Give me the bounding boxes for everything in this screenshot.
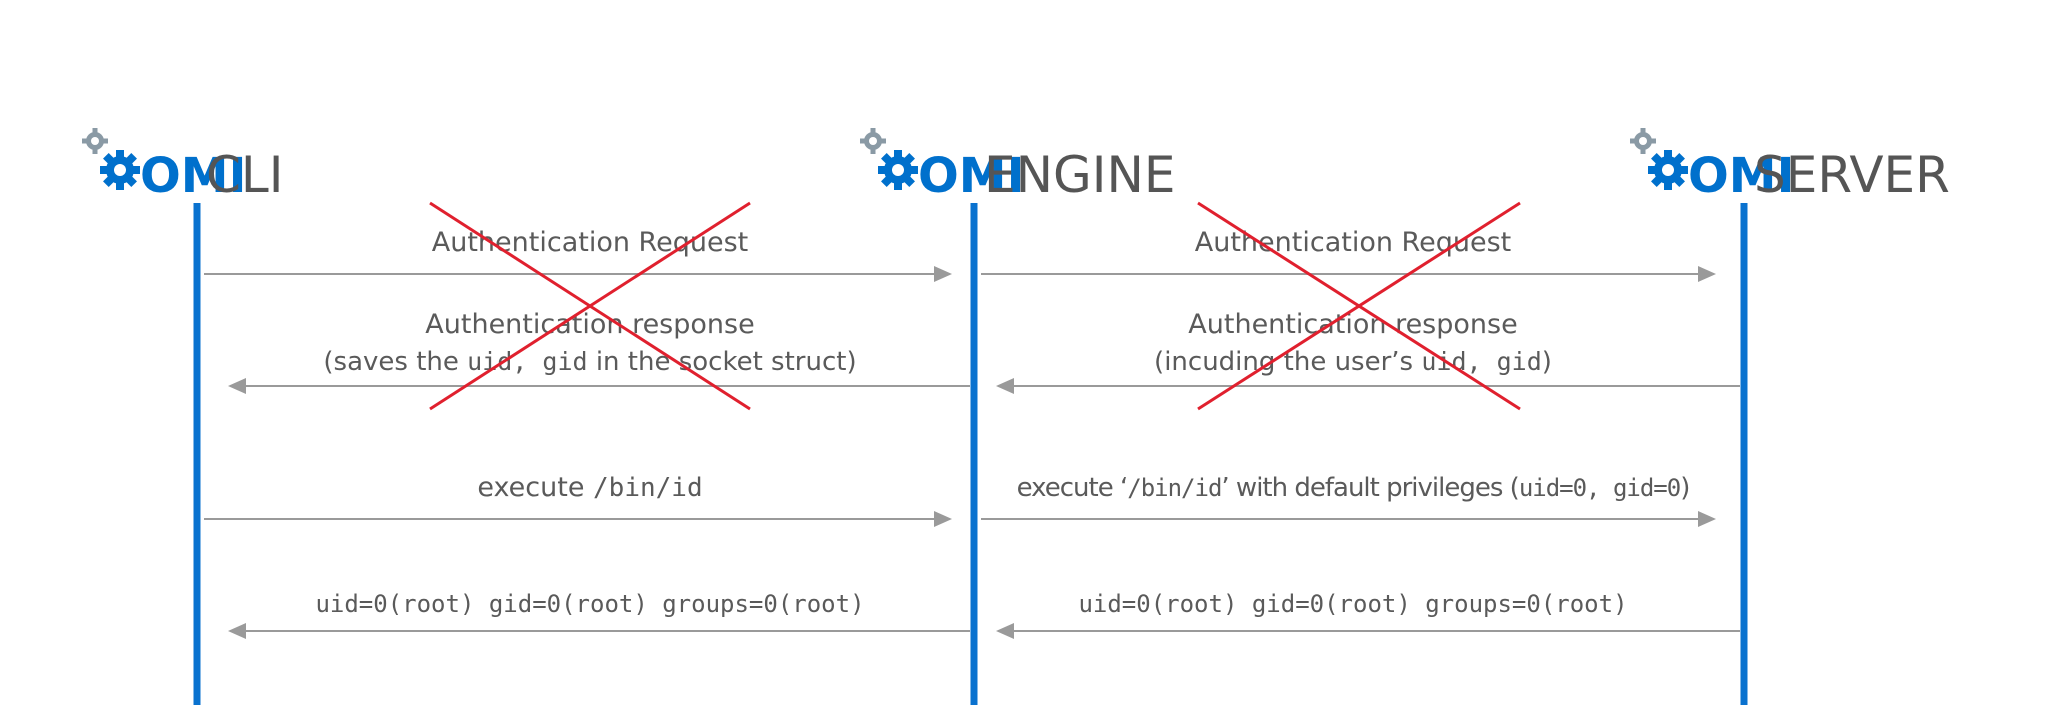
message-label: execute ‘/bin/id’ with default privilege… xyxy=(1017,473,1690,503)
message-auth-request-cli-engine: Authentication Request xyxy=(204,227,952,282)
message-execute-cli-engine: execute /bin/id xyxy=(204,472,952,527)
arrow-head xyxy=(996,378,1014,394)
participant-name: CLI xyxy=(206,146,284,204)
message-execute-engine-server: execute ‘/bin/id’ with default privilege… xyxy=(981,473,1716,527)
gear-icon xyxy=(878,150,918,190)
message-auth-request-engine-server: Authentication Request xyxy=(981,227,1716,282)
message-result-server-engine: uid=0(root) gid=0(root) groups=0(root) xyxy=(996,590,1740,639)
message-label: Authentication response xyxy=(1188,309,1517,340)
message-label-detail: (incuding the user’s uid, gid) xyxy=(1154,347,1552,377)
logo-omi: OMI xyxy=(1688,148,1794,204)
arrow-head xyxy=(228,378,246,394)
arrow-head xyxy=(934,266,952,282)
logo-omi: OMI xyxy=(918,148,1024,204)
message-auth-response-server-engine: Authentication response (incuding the us… xyxy=(996,309,1740,394)
participant-engine: OMI ENGINE xyxy=(860,128,1175,204)
logo-omi: OMI xyxy=(140,148,246,204)
message-label: Authentication response xyxy=(425,309,754,340)
gear-icon xyxy=(100,150,140,190)
message-label: uid=0(root) gid=0(root) groups=0(root) xyxy=(315,590,864,618)
message-label: execute /bin/id xyxy=(477,472,702,503)
message-label: Authentication Request xyxy=(432,227,748,258)
participant-name: SERVER xyxy=(1754,146,1950,204)
arrow-head xyxy=(934,511,952,527)
arrow-head xyxy=(996,623,1014,639)
small-gear-icon xyxy=(82,128,108,154)
message-label: uid=0(root) gid=0(root) groups=0(root) xyxy=(1078,590,1627,618)
arrow-head xyxy=(228,623,246,639)
arrow-head xyxy=(1698,266,1716,282)
participant-cli: OMI CLI xyxy=(82,128,284,204)
message-result-engine-cli: uid=0(root) gid=0(root) groups=0(root) xyxy=(228,590,970,639)
message-label-detail: (saves the uid, gid in the socket struct… xyxy=(323,347,856,377)
small-gear-icon xyxy=(1630,128,1656,154)
small-gear-icon xyxy=(860,128,886,154)
cross-mark-engine-server xyxy=(1197,201,1521,411)
arrow-head xyxy=(1698,511,1716,527)
cross-mark-cli-engine xyxy=(429,201,751,411)
participant-server: OMI SERVER xyxy=(1630,128,1950,204)
message-auth-response-engine-cli: Authentication response (saves the uid, … xyxy=(228,309,970,394)
gear-icon xyxy=(1648,150,1688,190)
participant-name: ENGINE xyxy=(984,146,1175,204)
